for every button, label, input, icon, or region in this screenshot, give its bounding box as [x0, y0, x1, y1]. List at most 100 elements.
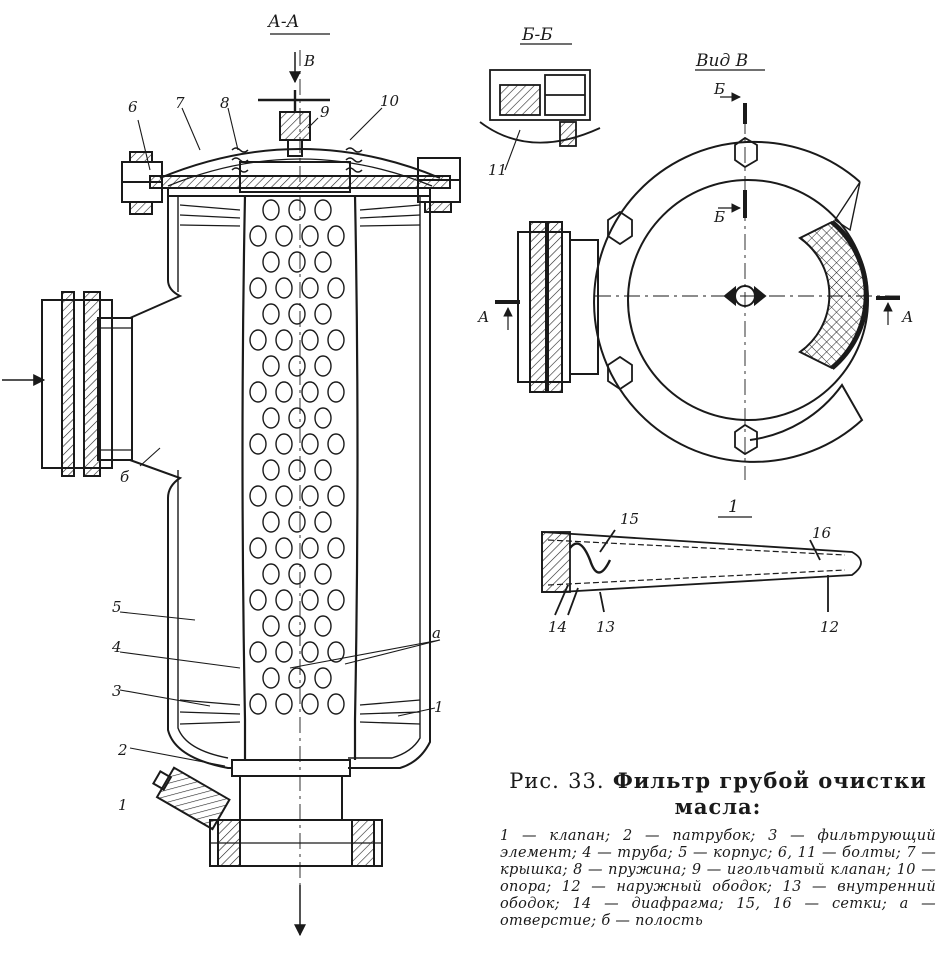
- tube-hole: [288, 459, 306, 481]
- tube-hole: [327, 641, 345, 663]
- needle-valve-9: [279, 111, 311, 141]
- tube-hole: [262, 407, 280, 429]
- view-v-flange: [593, 140, 864, 463]
- tube-hole: [275, 277, 293, 299]
- tube-hole: [301, 641, 319, 663]
- tube-4: [241, 194, 359, 760]
- tube-hole: [314, 355, 332, 377]
- tube-hole: [249, 485, 267, 507]
- tube-hole: [275, 589, 293, 611]
- flow-arrows: [2, 33, 330, 937]
- label-detail-1: 1: [728, 497, 739, 517]
- outlet-bottom: [209, 759, 383, 867]
- tube-hole: [275, 485, 293, 507]
- tube-hole: [249, 329, 267, 351]
- tube-hole: [288, 303, 306, 325]
- label-section-aa: А-А: [267, 12, 300, 32]
- section-bb: [479, 43, 601, 171]
- tube-hole: [249, 381, 267, 403]
- tube-hole: [275, 641, 293, 663]
- tube-hole: [314, 251, 332, 273]
- label-arrow-b-mid: Б: [713, 208, 725, 226]
- tube-hole: [327, 485, 345, 507]
- label-n8: 8: [220, 94, 230, 112]
- tube-hole: [288, 615, 306, 637]
- detail-1: [541, 516, 862, 616]
- tube-hole: [327, 589, 345, 611]
- tube-hole: [301, 329, 319, 351]
- tube-hole: [327, 225, 345, 247]
- label-arrow-v: В: [303, 52, 315, 70]
- label-n12: 12: [820, 618, 839, 636]
- tube-hole: [288, 667, 306, 689]
- tube-hole: [275, 433, 293, 455]
- caption-number: 33.: [568, 769, 605, 793]
- label-n2: 2: [117, 741, 128, 759]
- tube-hole: [301, 277, 319, 299]
- label-n4: 4: [111, 638, 122, 656]
- tube-hole: [327, 433, 345, 455]
- label-n16: 16: [812, 524, 832, 542]
- tube-hole: [301, 225, 319, 247]
- label-n6-cavity: б: [120, 468, 130, 486]
- tube-hole: [262, 615, 280, 637]
- tube-hole: [262, 459, 280, 481]
- tube-hole: [262, 667, 280, 689]
- tube-hole: [249, 537, 267, 559]
- tube-hole: [314, 563, 332, 585]
- tube-hole: [301, 589, 319, 611]
- tube-hole: [249, 589, 267, 611]
- label-n1-bottom: 1: [118, 796, 128, 814]
- tube-hole: [288, 251, 306, 273]
- tube-hole: [327, 537, 345, 559]
- tube-hole: [327, 381, 345, 403]
- tube-hole: [327, 277, 345, 299]
- tube-hole: [262, 511, 280, 533]
- tube-hole: [275, 381, 293, 403]
- tube-hole: [288, 407, 306, 429]
- view-v-mesh: [798, 220, 868, 370]
- tube-hole: [262, 199, 280, 221]
- tube-hole: [262, 563, 280, 585]
- tube-hole: [275, 537, 293, 559]
- leader-lines: [119, 107, 441, 767]
- label-arrow-a-left: А: [477, 308, 489, 326]
- main-section: [41, 50, 461, 930]
- tube-hole: [249, 277, 267, 299]
- tube-hole: [275, 693, 293, 715]
- label-section-bb: Б-Б: [521, 25, 553, 45]
- tube-hole: [327, 693, 345, 715]
- view-v: [495, 69, 900, 480]
- label-n11: 11: [488, 161, 507, 179]
- tube-hole: [262, 355, 280, 377]
- tube-hole: [288, 355, 306, 377]
- caption-legend: 1 — клапан; 2 — патрубок; 3 — фильтрующи…: [500, 828, 936, 929]
- label-n13: 13: [596, 618, 615, 636]
- caption-prefix: Рис.: [509, 769, 560, 793]
- tube-hole: [288, 511, 306, 533]
- tube-hole: [249, 433, 267, 455]
- label-n14: 14: [548, 618, 567, 636]
- filter-element-3-rings: [179, 204, 421, 725]
- tube-hole: [314, 407, 332, 429]
- tube-hole: [301, 485, 319, 507]
- label-n10: 10: [380, 92, 400, 110]
- tube-hole: [275, 329, 293, 351]
- drain-valve-1: [151, 766, 231, 831]
- tube-hole: [301, 381, 319, 403]
- tube-hole: [288, 563, 306, 585]
- tube-hole: [314, 511, 332, 533]
- label-n7: 7: [175, 94, 185, 112]
- tube-hole: [262, 303, 280, 325]
- tube-hole: [314, 615, 332, 637]
- caption-title-text: Фильтр грубой очистки масла:: [612, 768, 927, 819]
- figure-caption: Рис. 33. Фильтр грубой очистки масла: 1 …: [500, 768, 936, 930]
- label-n1-right: 1: [434, 698, 444, 716]
- tube-hole: [301, 693, 319, 715]
- tube-hole: [301, 433, 319, 455]
- tube-holes: [249, 199, 345, 715]
- tube-hole: [249, 693, 267, 715]
- inlet-branch-2: [41, 291, 133, 477]
- tube-hole: [327, 329, 345, 351]
- tube-hole: [262, 251, 280, 273]
